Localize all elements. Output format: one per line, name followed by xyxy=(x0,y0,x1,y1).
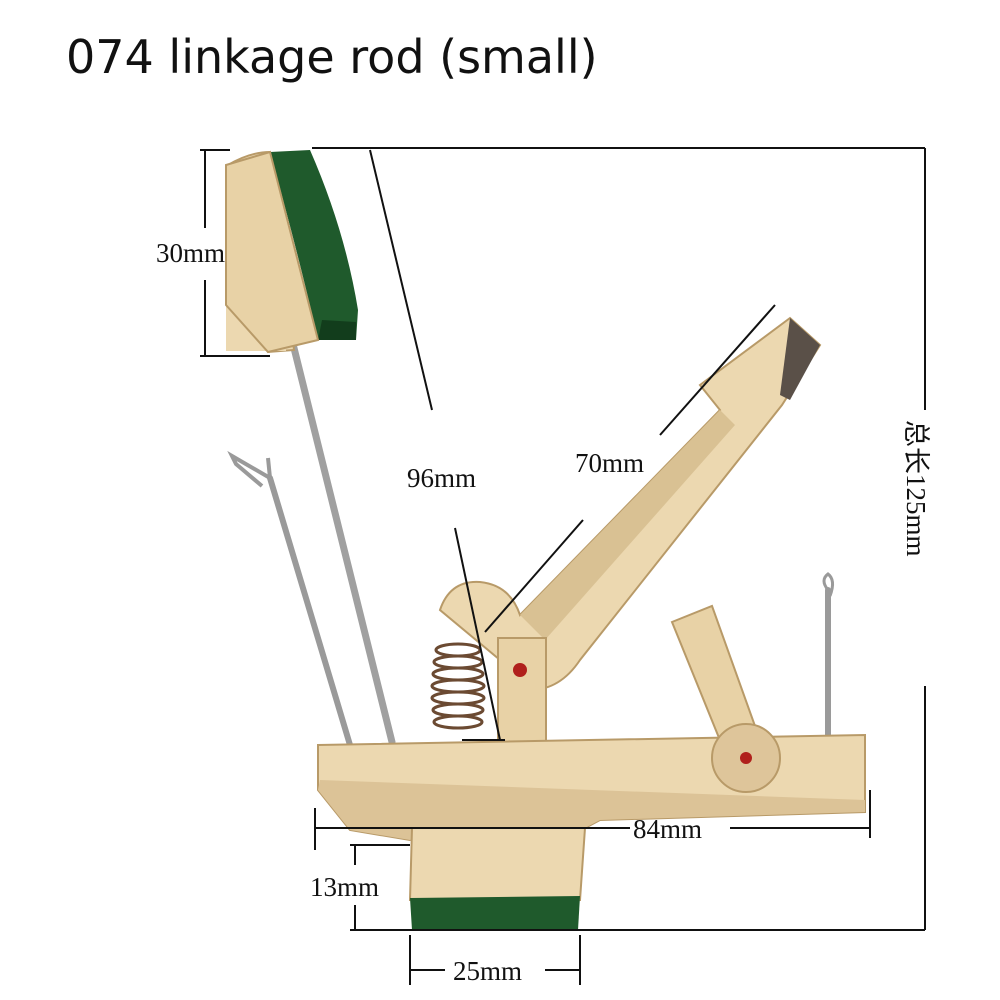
linkage-length-label: 96mm xyxy=(407,463,476,493)
page-title: 074 linkage rod (small) xyxy=(66,30,598,84)
felt-block-wire xyxy=(288,336,396,746)
dimension-lines xyxy=(200,147,926,985)
foot-width-label: 25mm xyxy=(453,956,522,986)
part-illustration xyxy=(225,150,866,930)
felt-block xyxy=(225,150,358,354)
foot-block xyxy=(408,827,587,930)
right-hook-wire xyxy=(822,572,835,738)
total-length-label: 总长125mm xyxy=(901,420,931,557)
angled-arm xyxy=(438,316,822,692)
arm-length-label: 70mm xyxy=(575,448,644,478)
base-rail xyxy=(317,733,866,842)
coil-spring xyxy=(430,642,486,730)
roller-lever xyxy=(670,604,781,793)
felt-height-label: 30mm xyxy=(156,238,225,268)
foot-height-label: 13mm xyxy=(310,872,379,902)
left-hook-wire xyxy=(227,450,353,748)
base-length-label: 84mm xyxy=(633,814,702,844)
